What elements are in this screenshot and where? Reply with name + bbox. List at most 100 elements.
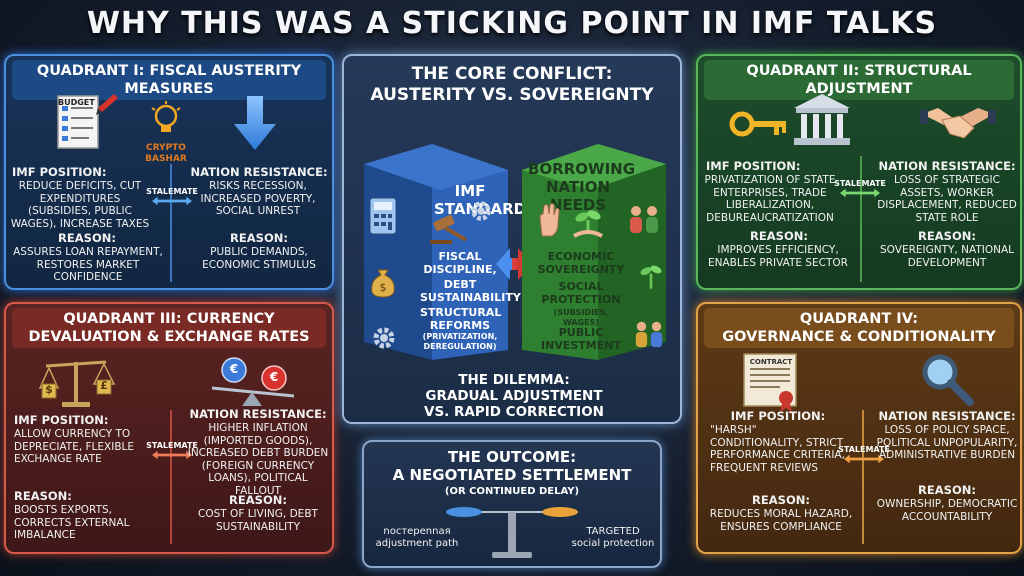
core-conflict-panel: THE CORE CONFLICT: AUSTERITY VS. SOVEREI…: [342, 54, 682, 424]
currency-seesaw-icon: [211, 357, 295, 406]
quadrant-4-divider: [862, 410, 864, 544]
nation-resistance-text: LOSS OF STRATEGIC ASSETS, WORKER DISPLAC…: [877, 174, 1017, 224]
quadrant-3-title: QUADRANT III: CURRENCY DEVALUATION & EXC…: [12, 308, 326, 348]
stalemate-label: STALEMATE: [834, 179, 886, 188]
bank-building-icon: [794, 94, 850, 145]
nation-item-social-protection: SOCIAL PROTECTION: [541, 280, 621, 306]
imf-position-text: PRIVATIZATION OF STATE ENTERPRISES, TRAD…: [704, 174, 836, 224]
quadrant-2-panel: QUADRANT II: STRUCTURAL ADJUSTMENT STALE…: [696, 54, 1022, 290]
nation-resistance-text: RISKS RECESSION, INCREASED POVERTY, SOCI…: [200, 180, 316, 217]
imf-reason-text: ASSURES LOAN REPAYMENT, RESTORES MARKET …: [13, 246, 163, 283]
page-title: WHY THIS WAS A STICKING POINT IN IMF TAL…: [86, 6, 938, 41]
imf-reason-heading: REASON:: [58, 231, 116, 245]
dilemma-text: THE DILEMMA: GRADUAL ADJUSTMENT VS. RAPI…: [344, 372, 684, 420]
dilemma-line-1: THE DILEMMA:: [458, 372, 570, 388]
nation-reason-text: COST OF LIVING, DEBT SUSTAINABILITY: [198, 508, 318, 533]
quadrant-3-panel: QUADRANT III: CURRENCY DEVALUATION & EXC…: [4, 302, 334, 554]
imf-item-structural-reforms: STRUCTURAL REFORMS: [420, 306, 502, 332]
outcome-title: THE OUTCOME: A NEGOTIATED SETTLEMENT: [364, 448, 660, 484]
imf-position-heading: IMF POSITION:: [730, 409, 826, 423]
coin-symbol-pound: £: [100, 379, 108, 392]
outcome-title-line-2: A NEGOTIATED SETTLEMENT: [392, 466, 632, 484]
core-conflict-title: THE CORE CONFLICT: AUSTERITY VS. SOVEREI…: [344, 64, 680, 106]
stalemate-arrow-icon: [152, 196, 192, 206]
imf-position-text: "HARSH" CONDITIONALITY, STRICT PERFORMAN…: [710, 424, 845, 474]
coin-symbol-dollar: $: [45, 383, 53, 396]
stalemate-label: STALEMATE: [146, 441, 198, 450]
quadrant-1-title: QUADRANT I: FISCAL AUSTERITY MEASURES: [12, 60, 326, 100]
contract-icon: [743, 353, 797, 412]
quadrant-1-divider: [170, 164, 172, 282]
nation-reason-text: OWNERSHIP, DEMOCRATIC ACCOUNTABILITY: [876, 498, 1018, 523]
outcome-right-line-1: TARGETED: [586, 526, 640, 537]
imf-reason-text: IMPROVES EFFICIENCY, ENABLES PRIVATE SEC…: [708, 244, 848, 269]
nation-resistance-text: HIGHER INFLATION (IMPORTED GOODS), INCRE…: [187, 422, 329, 497]
nation-reason-text: SOVEREIGNTY, NATIONAL DEVELOPMENT: [880, 244, 1014, 269]
quadrant-2-divider: [860, 156, 862, 282]
nation-reason-heading: REASON:: [229, 493, 287, 507]
imf-standards-title: IMF STANDARDS: [434, 182, 537, 218]
quadrant-4-title: QUADRANT IV: GOVERNANCE & CONDITIONALITY: [704, 308, 1014, 348]
balance-scale-icon: [446, 507, 578, 558]
stalemate-arrow-icon: [152, 450, 192, 460]
imf-position-text: ALLOW CURRENCY TO DEPRECIATE, FLEXIBLE E…: [14, 428, 135, 465]
gavel-icon: [430, 214, 467, 244]
quadrant-3-title-line-2: DEVALUATION & EXCHANGE RATES: [28, 329, 310, 345]
outcome-right-line-2: social protection: [571, 538, 655, 549]
imf-position-heading: IMF POSITION:: [14, 413, 109, 427]
outcome-panel: THE OUTCOME: A NEGOTIATED SETTLEMENT (OR…: [362, 440, 662, 568]
quadrant-1-panel: QUADRANT I: FISCAL AUSTERITY MEASURES BU…: [4, 54, 334, 290]
imf-reason-heading: REASON:: [750, 229, 808, 243]
outcome-subtitle: (OR CONTINUED DELAY): [444, 486, 580, 497]
sprout-icon: [573, 210, 603, 238]
imf-item-debt-sustainability: DEBT SUSTAINABILITY: [420, 278, 521, 304]
quadrant-3-divider: [170, 410, 172, 544]
stalemate-label: STALEMATE: [838, 445, 890, 454]
contract-label: CONTRACT: [749, 358, 793, 366]
nation-item-economic-sovereignty: ECONOMIC SOVEREIGNTY: [537, 250, 625, 276]
magnifying-glass-icon: [922, 354, 974, 406]
dilemma-line-2: GRADUAL ADJUSTMENT: [425, 388, 603, 404]
budget-document-icon: [57, 94, 118, 149]
imf-reason-text: REDUCES MORAL HAZARD, ENSURES COMPLIANCE: [709, 508, 853, 533]
imf-reason-heading: REASON:: [752, 493, 810, 507]
quadrant-4-title-line-2: GOVERNANCE & CONDITIONALITY: [722, 329, 996, 345]
stalemate-arrow-icon: [844, 454, 884, 464]
lightbulb-icon: [151, 101, 181, 132]
handshake-icon: [920, 108, 996, 139]
money-bag-icon: $: [371, 269, 395, 298]
quadrant-2-title: QUADRANT II: STRUCTURAL ADJUSTMENT: [704, 60, 1014, 100]
nation-reason-heading: REASON:: [230, 231, 288, 245]
imf-item-privatization: (PRIVATIZATION, DEREGULATION): [422, 332, 498, 351]
nation-item-subsidies-wages: (SUBSIDIES, WAGES): [553, 308, 609, 327]
watermark-line-2: BASHAR: [145, 154, 187, 164]
nation-item-public-investment: PUBLIC INVESTMENT: [541, 326, 621, 352]
quadrant-3-title-line-1: QUADRANT III: CURRENCY: [63, 311, 275, 327]
nation-reason-heading: REASON:: [918, 483, 976, 497]
imf-item-fiscal-discipline: FISCAL DISCIPLINE,: [423, 250, 497, 276]
nation-resistance-text: LOSS OF POLICY SPACE, POLITICAL UNPOPULA…: [876, 424, 1018, 461]
stalemate-label: STALEMATE: [146, 187, 198, 196]
budget-label: BUDGET: [58, 98, 95, 107]
outcome-title-line-1: THE OUTCOME:: [447, 448, 577, 466]
stalemate-arrow-icon: [840, 188, 880, 198]
imf-reason-heading: REASON:: [14, 489, 72, 503]
borrowing-nation-title: BORROWING NATION NEEDS: [528, 160, 636, 214]
imf-position-text: REDUCE DEFICITS, CUT EXPENDITURES (SUBSI…: [10, 180, 150, 230]
core-conflict-title-line-2: AUSTERITY VS. SOVEREIGNTY: [370, 85, 654, 105]
key-icon: [729, 111, 786, 137]
imf-position-heading: IMF POSITION:: [12, 165, 107, 179]
svg-text:$: $: [380, 281, 387, 294]
raised-hand-icon: [539, 203, 560, 237]
sprout-icon: [640, 265, 662, 289]
dilemma-line-3: VS. RAPID CORRECTION: [424, 404, 604, 420]
outcome-left-line-2: adjustment path: [375, 538, 459, 549]
nation-resistance-heading: NATION RESISTANCE:: [190, 165, 328, 179]
down-arrow-icon: [234, 96, 276, 150]
nation-reason-heading: REASON:: [918, 229, 976, 243]
gear-icon: [373, 327, 395, 349]
coin-symbol-euro-2: €: [269, 370, 279, 384]
nation-resistance-heading: NATION RESISTANCE:: [878, 409, 1016, 423]
coin-symbol-euro-1: €: [229, 362, 239, 376]
nation-reason-text: PUBLIC DEMANDS, ECONOMIC STIMULUS: [202, 246, 316, 271]
